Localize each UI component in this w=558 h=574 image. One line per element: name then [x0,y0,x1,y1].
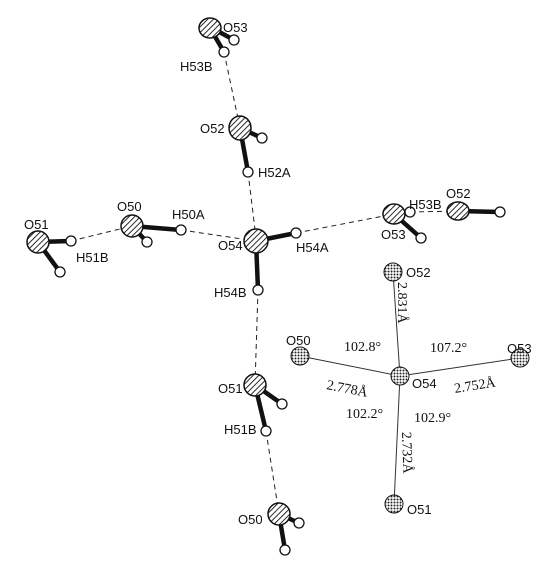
hydrogen-atoms [54,34,506,556]
atom-o51-lower [243,373,267,397]
distance-o54-o51: 2.732Å [398,432,415,475]
atom-h52-right [494,206,506,218]
label-o51-left: O51 [24,217,49,232]
label-o53-top: O53 [223,20,248,35]
label-o51-lower: O51 [218,381,243,396]
distance-o54-o50: 2.778Å [325,377,370,401]
atom-h50a [175,224,187,236]
atom-h53-top-b [228,34,240,46]
geom-bond-o54-o52 [392,271,401,377]
atom-h54b [252,284,264,296]
label-h51b-lower: H51B [224,422,257,437]
label-o52-right: O52 [446,186,471,201]
hbond-h51b-o50-bottom [265,430,280,515]
label-h52a: H52A [258,165,291,180]
atom-h50-bottom-b [293,517,305,529]
distance-o54-o53: 2.752Å [453,374,497,396]
hbond-h54a-o53 [295,213,395,234]
label-o53-right: O53 [381,227,406,242]
atom-o50-bottom [267,502,291,526]
geom-atom-o54 [390,366,410,386]
geom-label-o52: O52 [406,265,431,280]
coordination-geometry: O52 O50 O54 O53 O51 2.831Å 2.778Å 2.752Å… [286,262,532,517]
geom-bond-o54-o51 [393,375,401,505]
atom-h51b-lower [260,425,272,437]
label-h53b-right: H53B [409,197,442,212]
atom-h52a [242,166,254,178]
atom-h53b-top [218,46,230,58]
atom-o54 [243,228,269,254]
atom-h53b-right [404,206,416,218]
geom-atom-o52 [383,262,403,282]
label-o54: O54 [218,238,243,253]
geom-bond-o54-o53 [399,357,521,377]
label-h50a: H50A [172,207,205,222]
distance-o54-o52: 2.831Å [394,282,410,325]
atom-h51-lower [276,398,288,410]
atom-h53-right [415,232,427,244]
geom-label-o54: O54 [412,376,437,391]
atom-o53-right [382,203,406,225]
hbond-h53b-o52 [223,51,241,129]
label-h53b-top: H53B [180,59,213,74]
geom-label-o53: O53 [507,341,532,356]
atom-o52-right [446,201,470,221]
angle-o51-o54-o53: 102.9° [414,411,451,426]
covalent-bonds [35,25,503,553]
label-o52-mid: O52 [200,121,225,136]
atom-h50-bottom-a [279,544,291,556]
label-o50-bottom: O50 [238,512,263,527]
label-o50-left: O50 [117,199,142,214]
geom-atom-o50 [290,346,310,366]
hbond-h52a-o54 [247,171,257,239]
label-h51b-left: H51B [76,250,109,265]
atom-h51b-left [65,235,77,247]
geom-label-o50: O50 [286,333,311,348]
atom-h50 [141,236,153,248]
atom-h54a [290,227,302,239]
geom-label-o51: O51 [407,502,432,517]
geom-atom-o53 [510,348,530,368]
structure-labels: O53 H53B O52 H52A O51 H51B O50 H50A O54 … [24,20,471,527]
label-h54a: H54A [296,240,329,255]
geom-bond-o54-o50 [299,355,401,377]
atom-o53-top [198,17,222,39]
atom-h52 [256,132,268,144]
atom-o50-left [120,214,144,238]
angle-o50-o54-o52: 102.8° [344,340,381,355]
hbond-h54b-o51 [254,289,259,386]
label-h54b: H54B [214,285,247,300]
geom-atom-o51 [384,494,404,514]
angle-o50-o54-o51: 102.2° [346,407,383,422]
hbond-h51b-o50 [70,225,133,242]
atom-o52-mid [228,115,252,141]
angle-o52-o54-o53: 107.2° [430,341,467,356]
atom-o51-left [26,230,50,254]
atom-h51-left [54,266,66,278]
